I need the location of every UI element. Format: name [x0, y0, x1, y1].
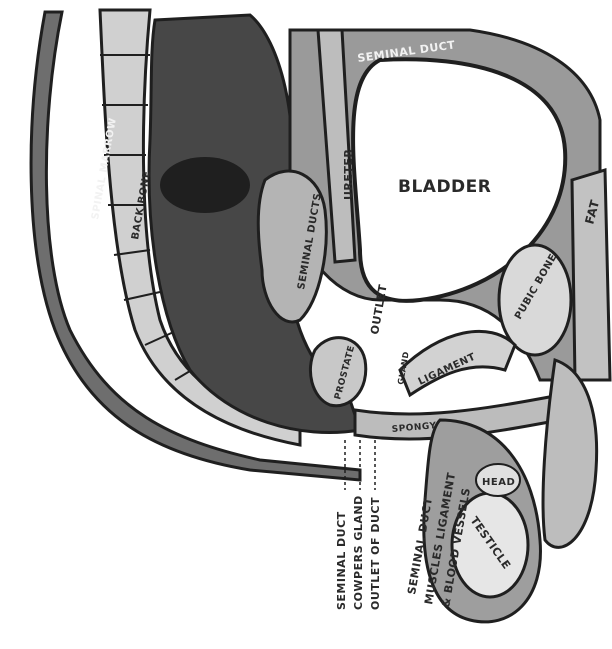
label-head: HEAD: [482, 477, 515, 488]
label-outlet-of-duct: OUTLET OF DUCT: [369, 497, 382, 610]
label-ureter: URETER: [342, 149, 355, 200]
label-seminal-duct-bottom: SEMINAL DUCT: [335, 511, 348, 610]
label-bladder: BLADDER: [398, 177, 491, 197]
label-cowpers-gland: COWPERS GLAND: [352, 495, 365, 610]
bowel-opening: [160, 157, 250, 213]
